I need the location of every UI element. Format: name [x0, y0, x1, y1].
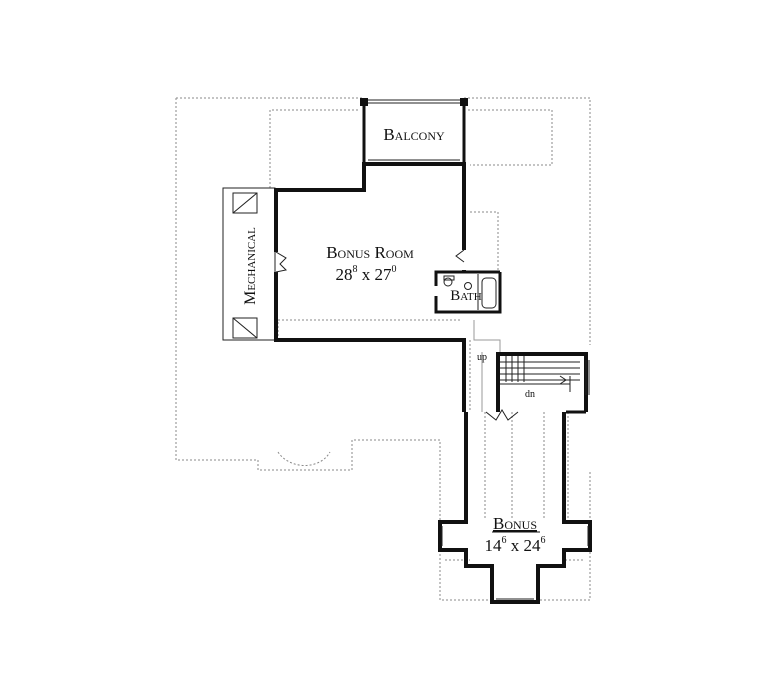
bonus-dimensions: 146 x 246 [485, 535, 546, 555]
bonus-room-dimensions: 288 x 270 [336, 264, 397, 284]
bath-fixtures [443, 274, 497, 310]
stairs [500, 356, 580, 392]
stair-up-label: up [477, 352, 487, 363]
bonus-label: Bonus [493, 514, 537, 533]
balcony-area [360, 98, 468, 162]
doors [275, 249, 590, 421]
mechanical-label: Mechanical [242, 227, 259, 305]
bay-windows [441, 526, 589, 600]
bonus-room-label: Bonus Room [326, 243, 414, 262]
bath-label: Bath [450, 288, 481, 304]
stair-down-label: dn [525, 389, 535, 400]
balcony-label: Balcony [383, 125, 445, 144]
mechanical-room [222, 187, 276, 341]
